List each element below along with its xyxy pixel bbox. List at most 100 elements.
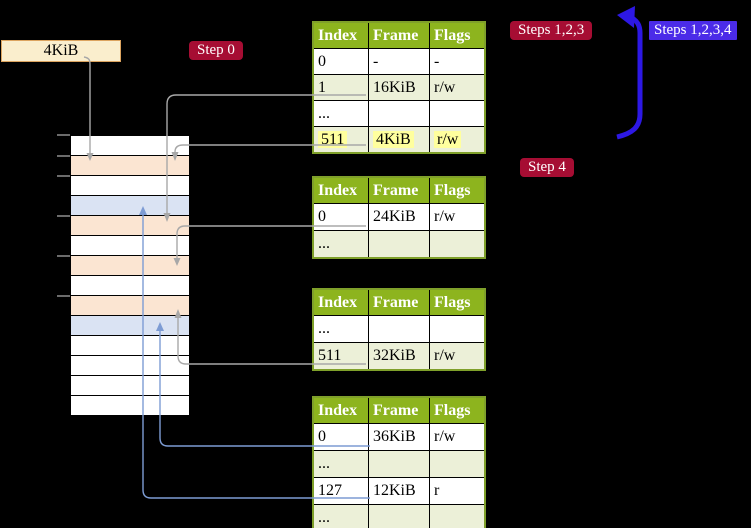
column-header: Index <box>313 22 369 49</box>
memory-cell-white <box>70 375 190 396</box>
cell-text: - <box>434 52 440 70</box>
table-cell <box>429 100 486 127</box>
steps1234-badge: Steps 1,2,3,4 <box>649 21 737 40</box>
memory-cell-white <box>70 135 190 156</box>
memory-cell-white <box>70 175 190 196</box>
table-cell <box>368 315 430 343</box>
cell-text: r/w <box>434 428 456 445</box>
table-cell: ... <box>312 450 369 478</box>
column-header: Index <box>313 177 369 204</box>
table-cell: ... <box>312 100 369 127</box>
table-cell: r/w <box>429 423 486 451</box>
memory-tick-marks <box>57 134 70 297</box>
step4-badge: Step 4 <box>520 158 574 177</box>
memory-cell-peach <box>70 295 190 316</box>
memory-cell-white <box>70 395 190 416</box>
table-cell: r/w <box>429 126 486 154</box>
table-cell: - <box>368 48 430 75</box>
cell-text: 16KiB <box>373 78 416 96</box>
table-cell: 36KiB <box>368 423 430 451</box>
cell-text: r/w <box>434 78 456 96</box>
memory-cell-blue <box>70 315 190 336</box>
cell-text: r/w <box>434 130 462 148</box>
column-header: Frame <box>368 22 430 49</box>
table-cell: ... <box>312 504 369 528</box>
column-header: Frame <box>368 397 430 424</box>
table-row: ... <box>312 504 486 528</box>
column-header: Frame <box>368 177 430 204</box>
table-cell <box>368 100 430 127</box>
cell-text: - <box>373 52 379 70</box>
cell-text: ... <box>318 455 330 472</box>
table-cell: 12KiB <box>368 477 430 505</box>
cell-text: 4KiB <box>373 130 414 148</box>
memory-cell-white <box>70 335 190 356</box>
cell-text: 127 <box>318 482 342 499</box>
cell-text: 0 <box>318 52 326 70</box>
table-cell: ... <box>312 315 369 343</box>
page-size-label: 4KiB <box>1 40 121 62</box>
table-cell <box>429 504 486 528</box>
table-cell: r <box>429 477 486 505</box>
table-cell: r/w <box>429 342 486 371</box>
table-row: 0 - - <box>312 48 486 75</box>
table-cell: ... <box>312 230 369 259</box>
table-cell: r/w <box>429 74 486 101</box>
table-cell: 127 <box>312 477 369 505</box>
cell-text: r/w <box>434 347 456 364</box>
table-cell: 4KiB <box>368 126 430 154</box>
table-row: 511 4KiB r/w <box>312 126 486 154</box>
column-header: Frame <box>368 289 430 316</box>
cell-text: 511 <box>318 347 342 364</box>
table-cell <box>368 230 430 259</box>
cell-text: 511 <box>318 130 348 148</box>
cell-text: r <box>434 482 440 499</box>
table-cell <box>368 450 430 478</box>
table-cell: 0 <box>312 423 369 451</box>
flow-arrowhead-icon <box>617 6 635 28</box>
column-header: Index <box>313 289 369 316</box>
table-row: ... <box>312 230 486 259</box>
column-header: Flags <box>429 177 485 204</box>
table-row: ... <box>312 315 486 343</box>
table-cell: 0 <box>312 48 369 75</box>
memory-cell-peach <box>70 255 190 276</box>
table-cell: 0 <box>312 203 369 231</box>
cell-text: 32KiB <box>373 347 416 364</box>
table-cell: 511 <box>312 126 369 154</box>
steps-flow-arrow <box>616 15 643 140</box>
memory-cell-white <box>70 275 190 296</box>
memory-cell-blue <box>70 195 190 216</box>
cell-text: ... <box>318 235 330 252</box>
steps123-badge: Steps 1,2,3 <box>510 21 593 40</box>
table-cell: 511 <box>312 342 369 371</box>
memory-column <box>70 135 190 416</box>
cell-text: 0 <box>318 428 326 445</box>
cell-text: 0 <box>318 208 326 225</box>
cell-text: ... <box>318 104 330 122</box>
table-row: ... <box>312 450 486 478</box>
table-cell <box>429 315 486 343</box>
table-cell: r/w <box>429 203 486 231</box>
table-row: 511 32KiB r/w <box>312 342 486 371</box>
table-cell <box>429 450 486 478</box>
memory-cell-white <box>70 355 190 376</box>
table-cell <box>368 504 430 528</box>
column-header: Flags <box>429 289 485 316</box>
cell-text: ... <box>318 320 330 337</box>
